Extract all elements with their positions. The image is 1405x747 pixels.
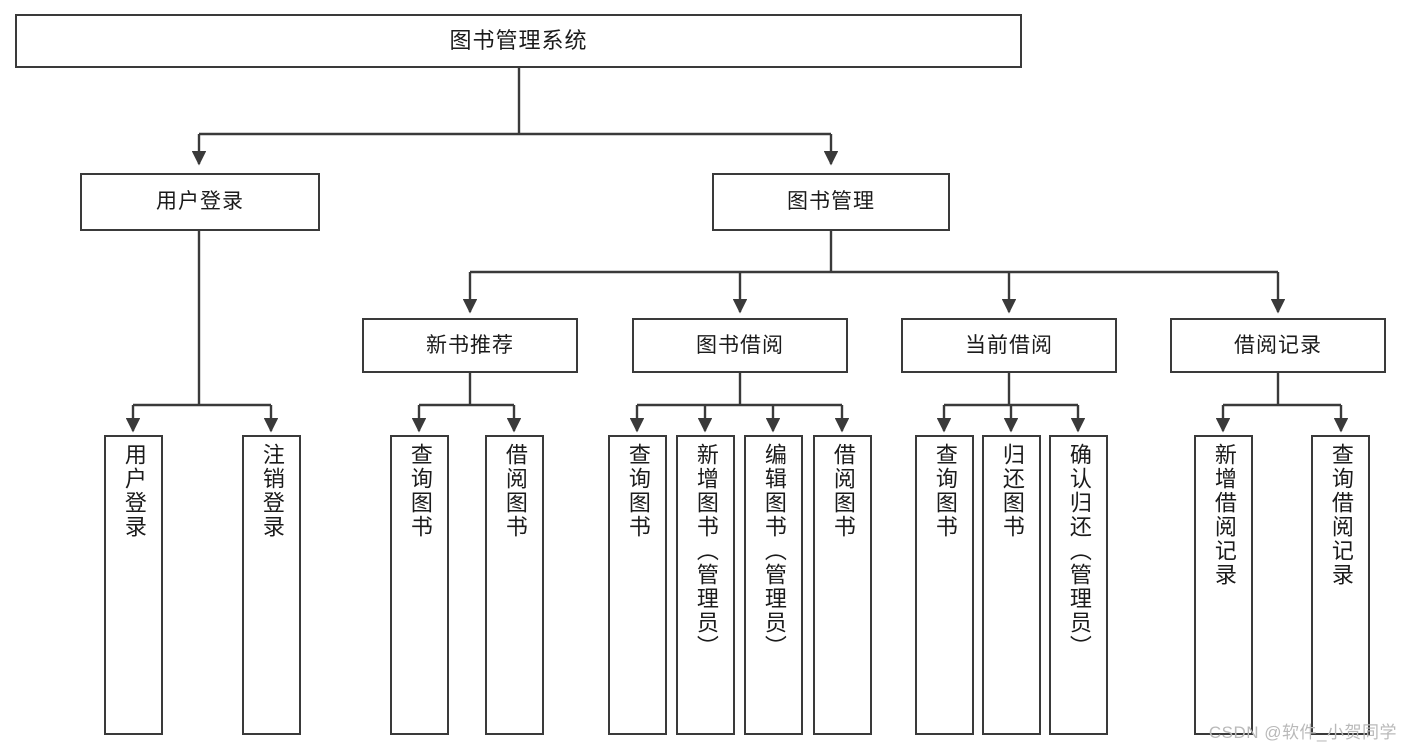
node-label: 当前借阅 [965,333,1053,357]
leaf-recommend-query-book[interactable]: 查询图书 [390,435,449,735]
leaf-record-query-borrow-record[interactable]: 查询借阅记录 [1311,435,1370,735]
leaf-borrow-borrow-book[interactable]: 借阅图书 [813,435,872,735]
node-label: 新增图书（管理员） [693,443,719,659]
node-label: 图书管理系统 [449,27,588,53]
node-label: 借阅图书 [830,443,856,539]
node-label: 查询图书 [407,443,433,539]
node-root-system[interactable]: 图书管理系统 [15,14,1022,68]
node-label: 用户登录 [156,190,244,214]
node-label: 图书管理 [787,190,875,214]
node-label: 查询借阅记录 [1328,443,1354,587]
csdn-watermark: CSDN @软件_小贺同学 [1208,723,1397,742]
node-label: 注销登录 [259,443,285,539]
leaf-current-confirm-return-admin[interactable]: 确认归还（管理员） [1049,435,1108,735]
node-label: 确认归还（管理员） [1066,443,1092,659]
node-label: 新增借阅记录 [1211,443,1237,587]
leaf-borrow-edit-book-admin[interactable]: 编辑图书（管理员） [744,435,803,735]
node-current-borrow[interactable]: 当前借阅 [901,318,1117,373]
leaf-current-query-book[interactable]: 查询图书 [915,435,974,735]
node-label: 借阅图书 [502,443,528,539]
leaf-user-login-logout[interactable]: 注销登录 [242,435,301,735]
node-label: 新书推荐 [426,333,514,357]
node-borrow-record[interactable]: 借阅记录 [1170,318,1386,373]
node-label: 查询图书 [625,443,651,539]
leaf-user-login-login[interactable]: 用户登录 [104,435,163,735]
node-label: 图书借阅 [696,333,784,357]
node-label: 用户登录 [121,443,147,539]
node-label: 借阅记录 [1234,333,1322,357]
node-new-book-recommend[interactable]: 新书推荐 [362,318,578,373]
node-label: 归还图书 [999,443,1025,539]
leaf-record-add-borrow-record[interactable]: 新增借阅记录 [1194,435,1253,735]
leaf-borrow-query-book[interactable]: 查询图书 [608,435,667,735]
node-book-borrow[interactable]: 图书借阅 [632,318,848,373]
node-label: 查询图书 [932,443,958,539]
node-book-management[interactable]: 图书管理 [712,173,950,231]
leaf-borrow-add-book-admin[interactable]: 新增图书（管理员） [676,435,735,735]
leaf-current-return-book[interactable]: 归还图书 [982,435,1041,735]
node-label: 编辑图书（管理员） [761,443,787,659]
leaf-recommend-borrow-book[interactable]: 借阅图书 [485,435,544,735]
node-user-login[interactable]: 用户登录 [80,173,320,231]
